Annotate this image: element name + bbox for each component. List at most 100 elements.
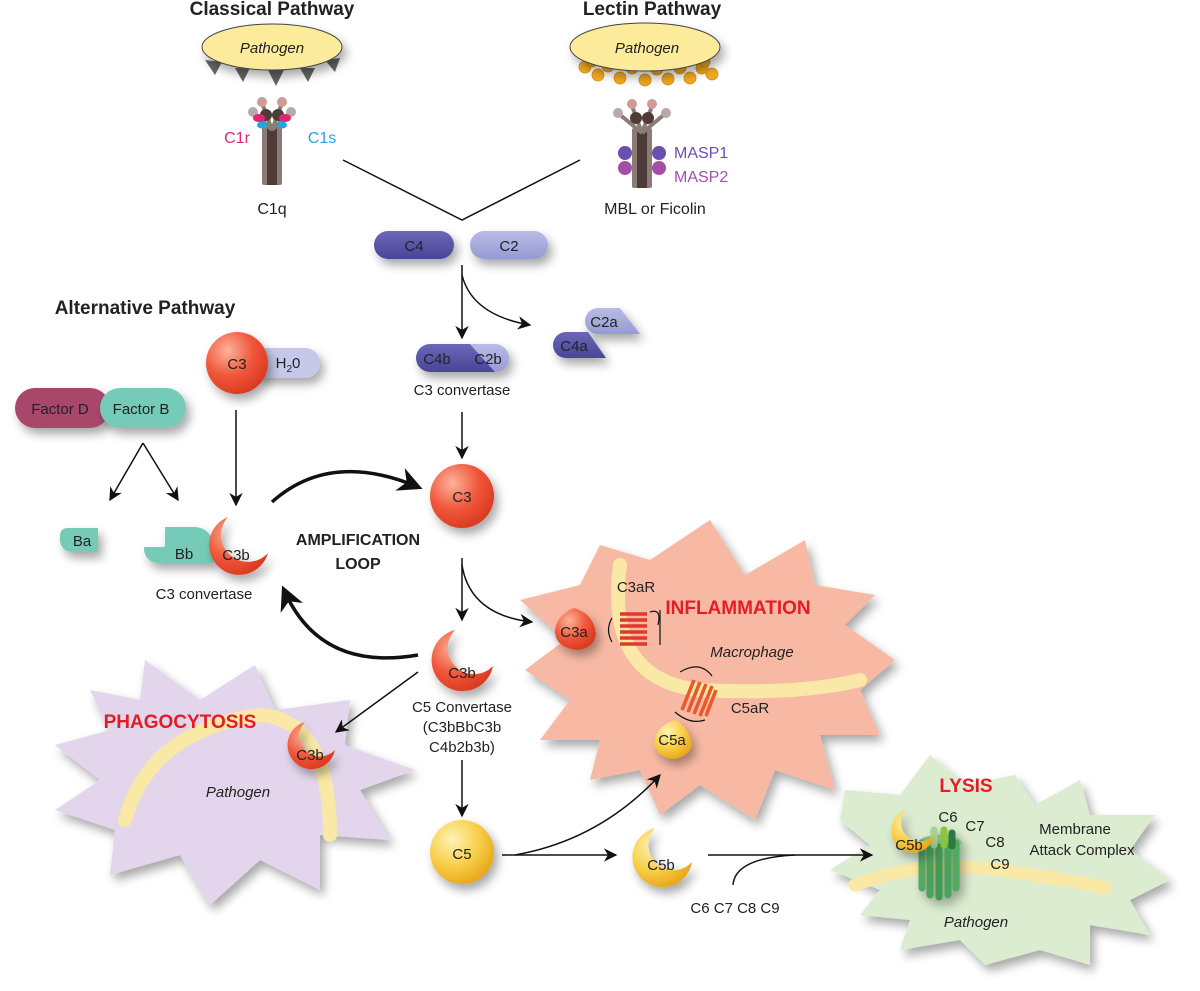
c5a-fragment: C5a bbox=[654, 720, 692, 759]
masp1-label: MASP1 bbox=[674, 145, 728, 162]
c5-sphere: C5 bbox=[430, 820, 494, 884]
lectin-pathway: Lectin Pathway Pathogen bbox=[569, 0, 728, 218]
classical-pathway: Classical Pathway Pathogen bbox=[190, 0, 355, 218]
inflammation-cell bbox=[520, 520, 895, 820]
c5b-crescent: C5b bbox=[632, 828, 692, 888]
arrow-to-ba bbox=[109, 442, 144, 502]
c5b-lysis-label: C5b bbox=[895, 837, 923, 854]
c7-label: C7 bbox=[965, 818, 984, 835]
arrow-to-c5a bbox=[514, 774, 661, 856]
ba-label: Ba bbox=[73, 533, 92, 550]
mac-label-line1: Membrane bbox=[1039, 821, 1111, 838]
mbl-ficolin-label: MBL or Ficolin bbox=[604, 201, 706, 218]
c1r-label: C1r bbox=[224, 130, 250, 147]
c5-label: C5 bbox=[452, 846, 471, 863]
loop-arrow-top bbox=[270, 468, 423, 504]
c5-convertase: C5 Convertase (C3bBbC3b C4b2b3b) C5 C5b … bbox=[412, 699, 874, 917]
mac-label-line2: Attack Complex bbox=[1029, 842, 1135, 859]
c1q-label: C1q bbox=[257, 201, 286, 218]
c5ar-label: C5aR bbox=[731, 700, 770, 717]
h2o-pill: H20 bbox=[252, 348, 320, 378]
factor-b-label: Factor B bbox=[113, 401, 170, 418]
c4-c2-cleavage: C4 C2 C4b C2b C3 convertase C2a C4a bbox=[374, 231, 640, 460]
c1s-label: C1s bbox=[308, 130, 336, 147]
macrophage-membrane bbox=[610, 558, 867, 699]
phagocytosis-pathogen-label: Pathogen bbox=[206, 784, 270, 801]
c3ar-label: C3aR bbox=[617, 579, 656, 596]
phagocytosis: PHAGOCYTOSIS C3b Pathogen bbox=[104, 712, 335, 801]
c4-label: C4 bbox=[404, 238, 423, 255]
pathogen-label: Pathogen bbox=[615, 40, 679, 57]
inflammation: INFLAMMATION C3aR C3a Macrophage C5aR bbox=[555, 579, 811, 759]
masp2-label: MASP2 bbox=[674, 169, 728, 186]
c5b-crescent-lysis: C5b bbox=[891, 810, 935, 854]
c3b-crescent-central: C3b bbox=[431, 630, 493, 692]
c3b-central-label: C3b bbox=[448, 665, 476, 682]
c4-pill: C4 bbox=[374, 231, 454, 259]
c5ar-receptor-icon bbox=[674, 666, 718, 722]
factor-d-label: Factor D bbox=[31, 401, 89, 418]
c8-label: C8 bbox=[985, 834, 1004, 851]
c3-convertase-label-alternative: C3 convertase bbox=[156, 586, 253, 603]
c3a-fragment: C3a bbox=[555, 608, 596, 650]
inflammation-title: INFLAMMATION bbox=[665, 598, 810, 619]
lysis-title: LYSIS bbox=[939, 776, 992, 797]
c9-label: C9 bbox=[990, 856, 1009, 873]
lysis-cell bbox=[830, 755, 1170, 965]
alternative-pathway: Alternative Pathway H20 C3 Factor D Fact… bbox=[15, 298, 320, 603]
c2a-label: C2a bbox=[590, 314, 618, 331]
pathway-convergence-line bbox=[342, 159, 581, 221]
c4a-label: C4a bbox=[560, 338, 588, 355]
pathogen-spiked: Pathogen bbox=[201, 23, 343, 86]
c4b-label: C4b bbox=[423, 351, 451, 368]
phagocytosis-title: PHAGOCYTOSIS bbox=[104, 712, 257, 733]
c3b-crescent-phagocytosis: C3b bbox=[287, 722, 335, 770]
c3-convertase-label-classical: C3 convertase bbox=[414, 382, 511, 399]
macrophage-label: Macrophage bbox=[710, 644, 793, 661]
arrow-to-c4a-c2a bbox=[461, 274, 532, 330]
lectin-pathway-title: Lectin Pathway bbox=[583, 0, 722, 20]
bb-fragment: Bb bbox=[144, 527, 213, 563]
mbl-molecule-icon bbox=[613, 99, 671, 188]
c5-convertase-formula-2: C4b2b3b) bbox=[429, 739, 495, 756]
loop-label: LOOP bbox=[335, 556, 381, 573]
amplification-label: AMPLIFICATION bbox=[296, 532, 420, 549]
c3b-label: C3b bbox=[222, 547, 250, 564]
pathogen-with-sugars: Pathogen bbox=[569, 22, 721, 87]
c5a-label: C5a bbox=[658, 732, 686, 749]
c3a-label: C3a bbox=[560, 624, 588, 641]
c3ar-receptor-icon bbox=[607, 610, 661, 646]
c3b-crescent-alternative: C3b bbox=[209, 517, 268, 575]
alternative-pathway-title: Alternative Pathway bbox=[55, 298, 236, 319]
phagocytosis-cell bbox=[55, 660, 415, 905]
c3b-phagocytosis-label: C3b bbox=[296, 747, 324, 764]
loop-arrow-bottom bbox=[280, 585, 419, 660]
c2-label: C2 bbox=[499, 238, 518, 255]
c5-convertase-label: C5 Convertase bbox=[412, 699, 512, 716]
bb-label: Bb bbox=[175, 546, 193, 563]
lysis-pathogen-label: Pathogen bbox=[944, 914, 1008, 931]
c4b-c2b-complex: C4b C2b bbox=[416, 344, 509, 372]
c2b-label: C2b bbox=[474, 351, 502, 368]
c3-central-label: C3 bbox=[452, 489, 471, 506]
c3-label: C3 bbox=[227, 356, 246, 373]
c3-sphere-alternative: C3 bbox=[206, 332, 268, 394]
ba-fragment: Ba bbox=[60, 528, 98, 552]
lysis-pathogen-membrane bbox=[848, 860, 1112, 895]
amplification-loop: AMPLIFICATION LOOP C3 C3b bbox=[270, 464, 534, 733]
c6-c9-join-line bbox=[732, 854, 796, 886]
c2a-fragment: C2a bbox=[585, 308, 640, 334]
c6-c9-label: C6 C7 C8 C9 bbox=[690, 900, 779, 917]
c4a-fragment: C4a bbox=[553, 332, 606, 358]
factor-d-pill: Factor D bbox=[15, 388, 110, 428]
c3-sphere-central: C3 bbox=[430, 464, 494, 528]
h2o-label: H20 bbox=[276, 355, 301, 375]
c1q-molecule-icon bbox=[248, 97, 296, 185]
c6-label: C6 bbox=[938, 809, 957, 826]
classical-pathway-title: Classical Pathway bbox=[190, 0, 355, 20]
factor-b-pill: Factor B bbox=[100, 388, 186, 428]
c5-convertase-formula-1: (C3bBbC3b bbox=[423, 719, 501, 736]
lysis: LYSIS C5b C6 C7 C8 C9 Membrane Attack Co… bbox=[891, 776, 1135, 931]
pathogen-membrane bbox=[118, 707, 337, 842]
